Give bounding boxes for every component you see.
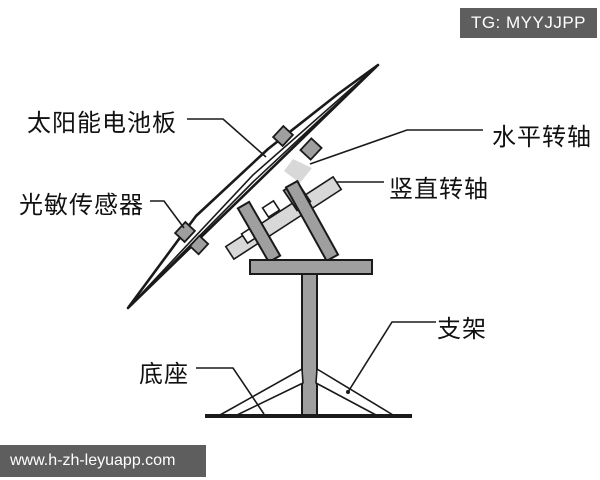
label-horizontal-axis: 水平转轴 — [492, 125, 592, 151]
pedestal-cap-shape — [249, 259, 373, 275]
pedestal-post-shape — [301, 273, 318, 418]
site-watermark: www.h-zh-leyuapp.com — [0, 445, 206, 477]
base-leg-right — [315, 368, 394, 416]
bracket-strut-left — [236, 200, 282, 264]
leader-light-sensor — [150, 200, 185, 229]
panel-mount-lug-lower — [299, 137, 323, 161]
leader-horizontal-axis — [309, 129, 483, 165]
light-sensor-block-2 — [188, 234, 210, 256]
hinge-wedge-shape — [284, 159, 312, 183]
base-leg-left — [219, 368, 304, 416]
axis-clamp-block-1 — [261, 199, 281, 219]
leader-base — [196, 367, 265, 415]
solar-panel-frame-line-2 — [129, 66, 377, 307]
leader-solar-panel — [187, 118, 267, 158]
label-vertical-axis: 竖直转轴 — [389, 177, 489, 203]
bracket-strut-right — [284, 179, 340, 263]
leader-bracket-endpoint — [346, 390, 350, 394]
solar-panel-frame-line-1 — [127, 64, 379, 309]
label-solar-panel: 太阳能电池板 — [27, 111, 177, 137]
label-bracket: 支架 — [437, 317, 487, 343]
leader-bracket — [347, 321, 436, 393]
panel-mount-lug-upper — [271, 124, 295, 148]
telegram-badge: TG: MYYJJPP — [460, 8, 597, 38]
label-light-sensor: 光敏传感器 — [19, 193, 144, 219]
label-base: 底座 — [139, 362, 189, 388]
light-sensor-block-1 — [173, 220, 197, 244]
